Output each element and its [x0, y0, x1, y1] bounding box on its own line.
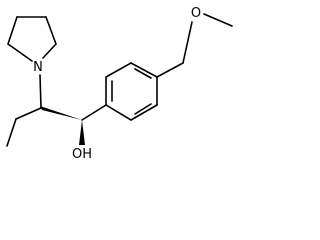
- wedge-bond-c2-c1: [40, 106, 82, 120]
- bond-c1-aryl: [81, 104, 107, 121]
- bond-aryl-o: [156, 62, 184, 78]
- ring-double-bond-3: [134, 103, 152, 115]
- benzene-ring: [105, 62, 158, 121]
- ring-bond-6: [105, 104, 132, 121]
- bond-ch2-ch3: [6, 118, 17, 147]
- bond-c4-n: [42, 43, 57, 59]
- bond-n-c2: [39, 74, 42, 109]
- bond-n-c1: [7, 43, 33, 62]
- ring-bond-5: [130, 104, 158, 121]
- ring-double-bond-2: [134, 68, 152, 79]
- ring-bond-3: [130, 62, 158, 78]
- molecule-structure: N OH O: [6, 6, 233, 162]
- hydroxyl-label: OH: [72, 147, 92, 162]
- nitrogen-label: N: [33, 60, 43, 75]
- bond-c1-c2: [7, 16, 18, 45]
- wedge-bond-c1-oh: [79, 120, 85, 145]
- methoxy-oxygen-label: O: [191, 6, 201, 21]
- bond-c2-ch2: [15, 107, 42, 120]
- pyrrolidine-ring: [7, 16, 57, 62]
- bond-c3-c4: [45, 16, 57, 45]
- bond-aryl-carbon-o: [182, 21, 193, 64]
- ring-bond-2: [105, 62, 132, 78]
- bond-o-ch3: [203, 13, 233, 27]
